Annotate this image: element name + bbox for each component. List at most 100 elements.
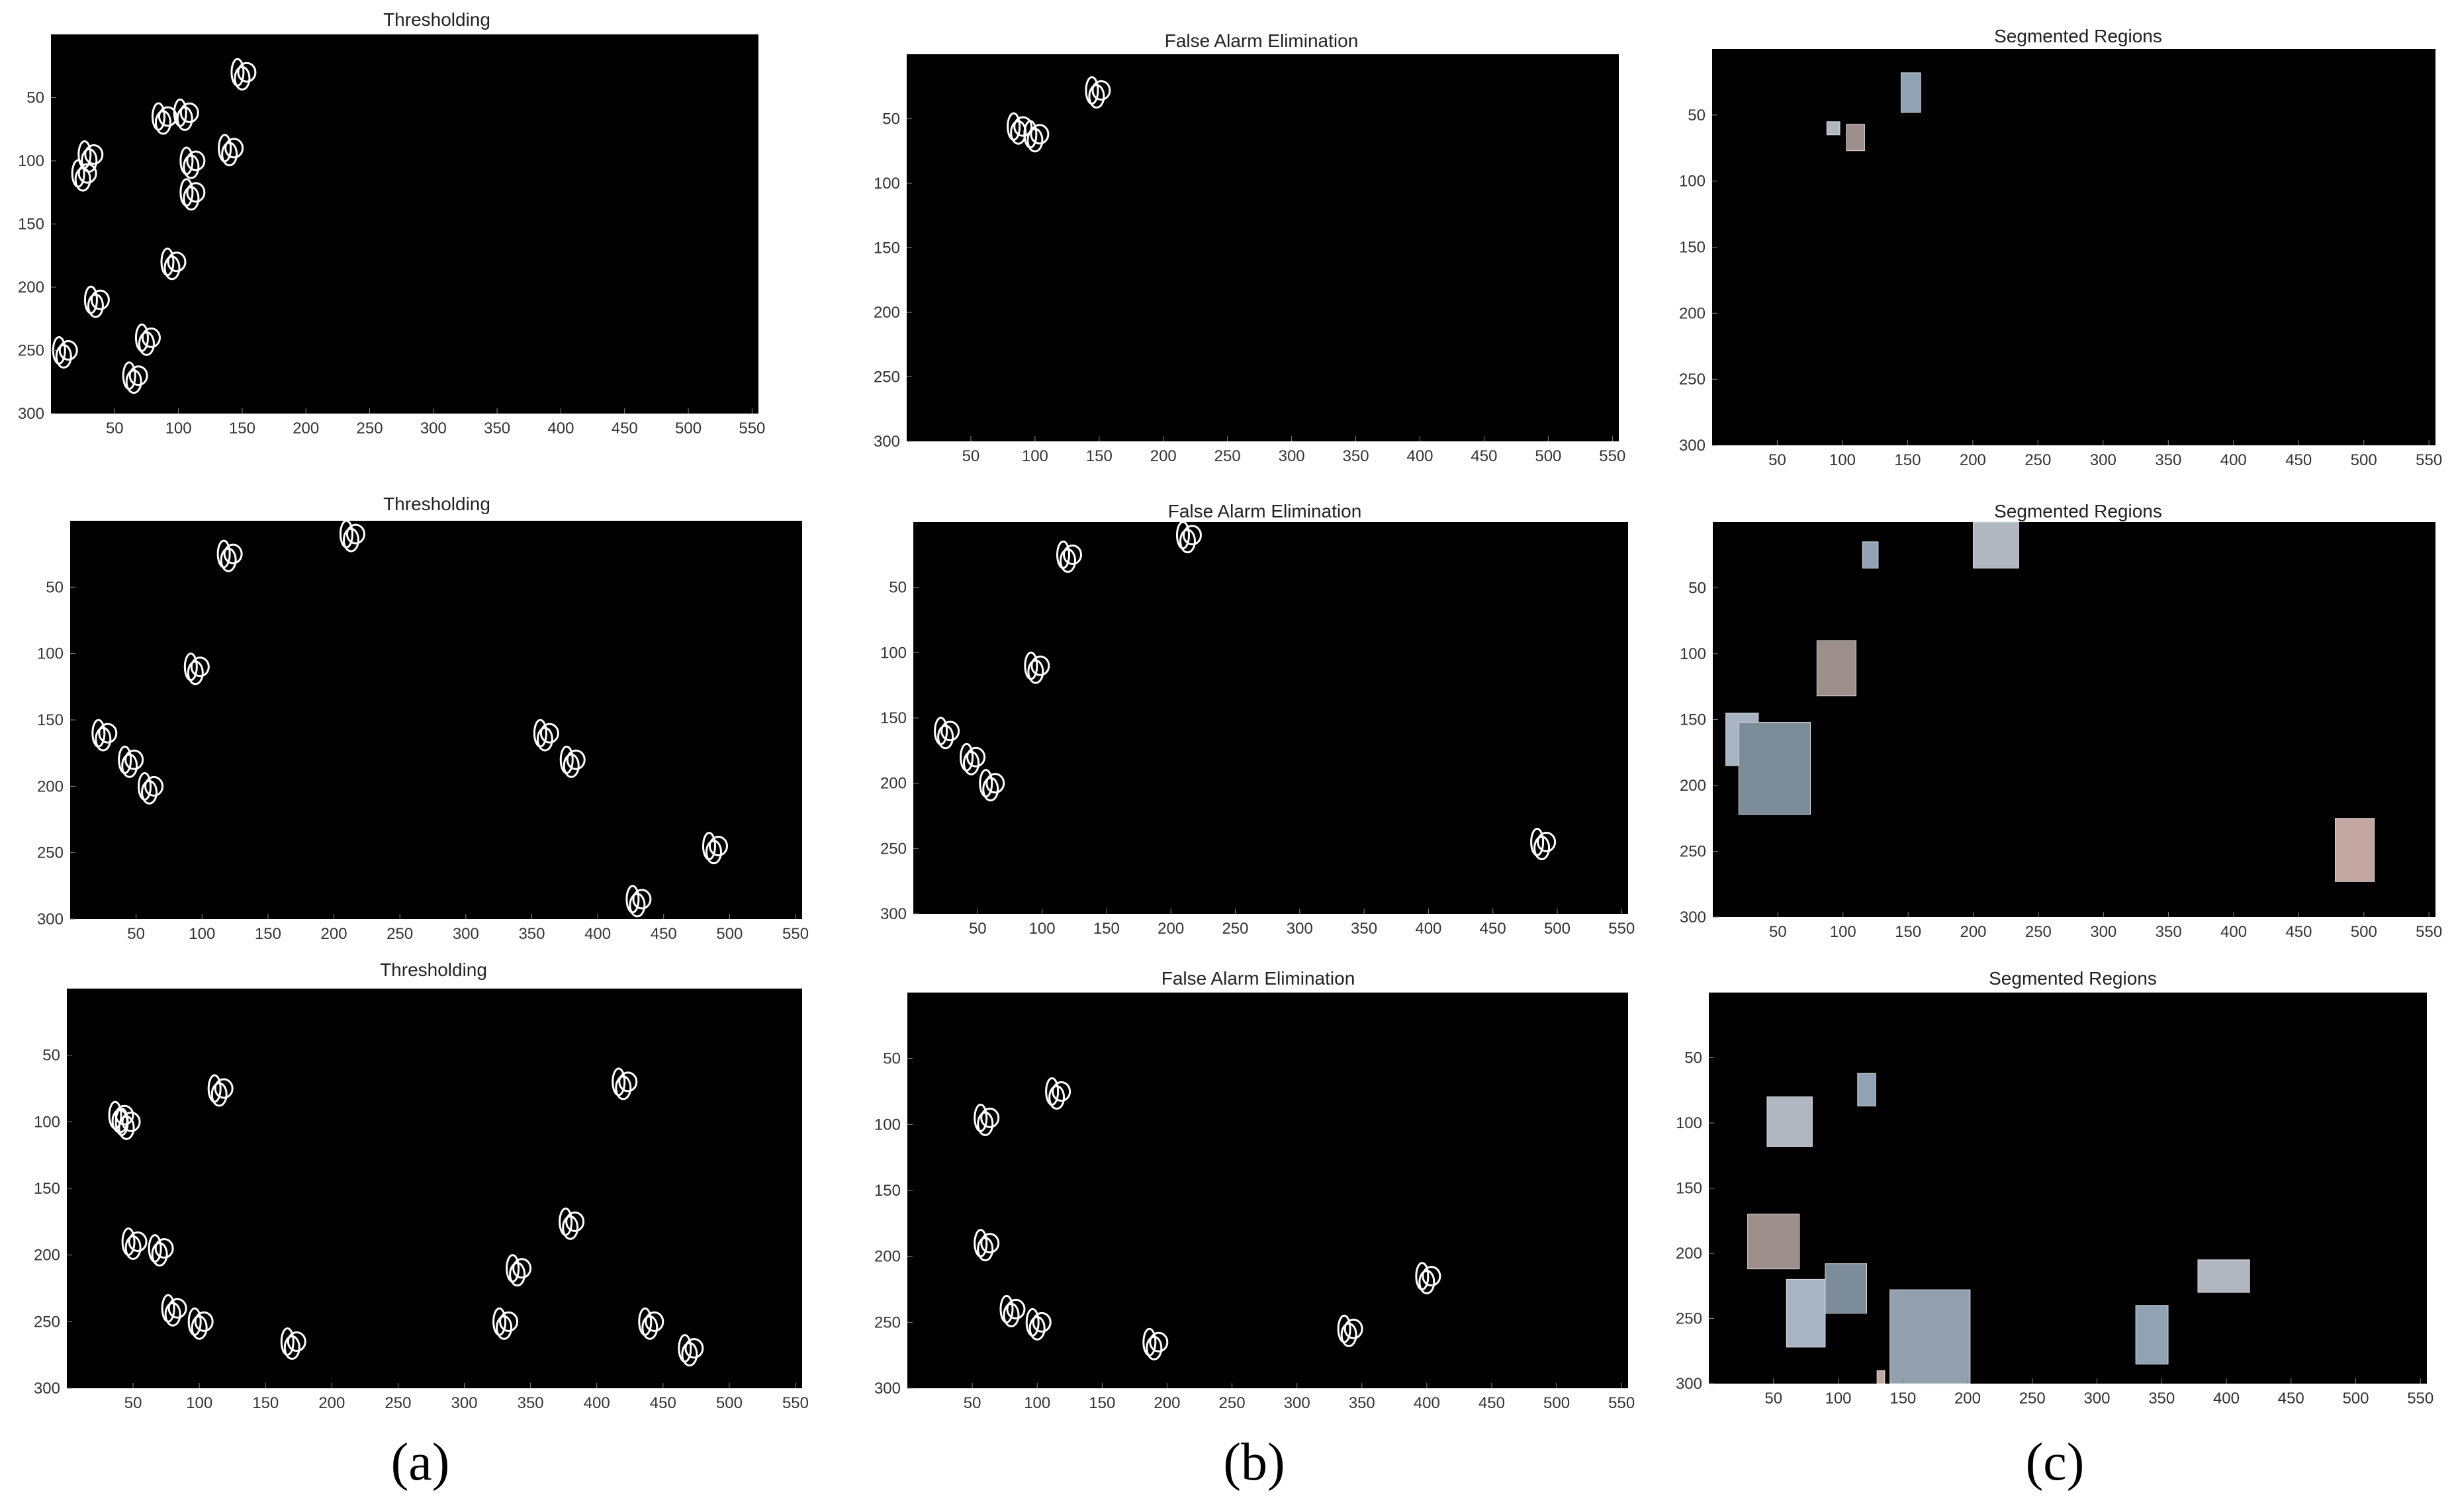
plot-area-row2-false-alarm (913, 522, 1628, 914)
mask-blob-row2-thresholding-7-1 (629, 893, 646, 918)
x-tick-label-row1-segmented-150: 150 (1894, 451, 1921, 469)
x-tick-label-row1-segmented-200: 200 (1960, 451, 1986, 469)
y-tick-label-row1-thresholding-250: 250 (18, 342, 44, 360)
x-tick-label-row3-false-alarm-450: 450 (1478, 1394, 1505, 1412)
mask-blob-row2-thresholding-6-1 (705, 840, 722, 865)
x-tick-label-row2-segmented-300: 300 (2090, 923, 2116, 941)
mask-blob-row3-false-alarm-1-2 (1052, 1081, 1071, 1102)
x-tick-label-row3-false-alarm-500: 500 (1543, 1394, 1570, 1412)
title-row1-false-alarm: False Alarm Elimination (1164, 30, 1359, 51)
x-tick-label-row3-thresholding-250: 250 (385, 1394, 411, 1412)
mask-blob-row1-thresholding-4-1 (81, 148, 98, 173)
y-tick-label-row2-segmented-300: 300 (1680, 909, 1706, 926)
x-tick-label-row2-false-alarm-100: 100 (1029, 920, 1056, 938)
mask-blob-row3-thresholding-1-2 (121, 1111, 141, 1132)
segmented-patch-row3-segmented-4 (1825, 1263, 1868, 1314)
mask-blob-row1-thresholding-3-2 (77, 163, 97, 184)
mask-blob-row3-thresholding-5-1 (164, 1302, 181, 1327)
y-tick-label-row1-thresholding-300: 300 (18, 405, 44, 423)
mask-blob-row1-thresholding-11-1 (87, 293, 104, 318)
y-tick-label-row3-false-alarm-50: 50 (883, 1050, 901, 1068)
mask-blob-row2-thresholding-2-2 (190, 656, 210, 678)
x-tick-label-row1-thresholding-200: 200 (293, 420, 319, 437)
mask-blob-row3-thresholding-13-1 (681, 1342, 698, 1367)
mask-blob-row2-false-alarm-1-1 (1179, 529, 1196, 554)
mask-blob-row3-false-alarm-0-2 (980, 1107, 1000, 1128)
mask-blob-row3-thresholding-12-1 (641, 1315, 659, 1340)
y-tick-label-row2-segmented-250: 250 (1680, 843, 1706, 861)
x-tick-label-row3-segmented-450: 450 (2278, 1390, 2304, 1407)
x-tick-label-row1-false-alarm-400: 400 (1406, 447, 1433, 465)
mask-blob-row3-thresholding-5-2 (167, 1298, 187, 1319)
y-tick-label-row3-segmented-200: 200 (1676, 1245, 1702, 1263)
x-tick-label-row2-false-alarm-450: 450 (1480, 920, 1506, 938)
x-tick-label-row3-false-alarm-300: 300 (1284, 1394, 1310, 1412)
y-tick-label-row3-false-alarm-100: 100 (874, 1116, 901, 1134)
x-tick-label-row2-thresholding-400: 400 (584, 925, 611, 943)
mask-blob-row2-thresholding-4-2 (124, 749, 144, 770)
y-tick-label-row1-thresholding-200: 200 (18, 279, 44, 296)
mask-blob-row3-false-alarm-5-1 (1146, 1335, 1163, 1360)
x-tick-label-row3-thresholding-50: 50 (124, 1394, 142, 1412)
y-tick-label-row1-segmented-200: 200 (1679, 304, 1706, 322)
y-tick-label-row1-false-alarm-50: 50 (882, 111, 900, 128)
y-tick-label-row1-thresholding-100: 100 (18, 152, 44, 170)
x-tick-label-row3-thresholding-500: 500 (716, 1394, 743, 1412)
title-row1-segmented: Segmented Regions (1994, 26, 2162, 46)
mask-blob-row1-thresholding-10-1 (55, 344, 72, 369)
mask-blob-row2-thresholding-8-2 (566, 749, 586, 770)
mask-blob-row1-thresholding-9-1 (163, 255, 181, 281)
y-tick-label-row2-thresholding-100: 100 (37, 645, 64, 663)
x-tick-label-row2-false-alarm-250: 250 (1222, 920, 1248, 938)
mask-blob-row2-thresholding-1-2 (345, 523, 365, 545)
mask-blob-row2-thresholding-5-1 (141, 779, 158, 805)
segmented-patch-row1-segmented-1 (1826, 121, 1841, 136)
x-tick-label-row2-false-alarm-300: 300 (1287, 920, 1313, 938)
x-tick-label-row2-segmented-150: 150 (1895, 923, 1921, 941)
mask-blob-row2-false-alarm-0-1 (1060, 548, 1077, 573)
x-tick-label-row2-false-alarm-500: 500 (1544, 920, 1570, 938)
x-tick-label-row2-thresholding-550: 550 (782, 925, 809, 943)
plot-area-row3-segmented (1709, 993, 2427, 1384)
mask-blob-row3-false-alarm-3-2 (1006, 1298, 1026, 1319)
title-row2-thresholding: Thresholding (383, 494, 490, 514)
x-tick-label-row2-thresholding-300: 300 (453, 925, 479, 943)
x-tick-label-row3-false-alarm-550: 550 (1608, 1394, 1635, 1412)
x-tick-label-row1-thresholding-100: 100 (165, 420, 192, 437)
mask-blob-row3-thresholding-7-2 (287, 1331, 306, 1353)
mask-blob-row2-thresholding-0-1 (220, 547, 237, 572)
y-tick-label-row1-false-alarm-100: 100 (874, 175, 900, 193)
mask-blob-row1-thresholding-8-2 (141, 327, 161, 348)
mask-blob-row3-false-alarm-2-1 (977, 1237, 994, 1262)
y-tick-label-row3-segmented-300: 300 (1676, 1375, 1702, 1393)
mask-blob-row2-thresholding-1-1 (342, 527, 359, 553)
mask-blob-row1-thresholding-5-2 (224, 138, 244, 159)
mask-blob-row1-thresholding-9-2 (167, 251, 187, 273)
plot-area-row1-segmented (1712, 49, 2435, 445)
plot-area-row2-segmented (1713, 522, 2435, 917)
mask-blob-row2-thresholding-7-2 (632, 889, 652, 910)
x-tick-label-row1-thresholding-500: 500 (675, 420, 702, 437)
x-tick-label-row2-thresholding-250: 250 (387, 925, 413, 943)
x-tick-label-row1-segmented-350: 350 (2155, 451, 2181, 469)
x-tick-label-row2-segmented-50: 50 (1769, 923, 1787, 941)
mask-blob-row1-thresholding-7-1 (125, 369, 142, 394)
x-tick-label-row3-thresholding-150: 150 (252, 1394, 279, 1412)
mask-blob-row3-thresholding-13-2 (684, 1338, 704, 1359)
segmented-patch-row2-segmented-0 (1862, 541, 1879, 569)
mask-blob-row3-thresholding-10-1 (562, 1215, 579, 1240)
mask-blob-row3-thresholding-11-1 (615, 1075, 632, 1100)
mask-blob-row2-thresholding-4-1 (121, 753, 138, 778)
x-tick-label-row2-segmented-350: 350 (2156, 923, 2182, 941)
mask-blob-row3-false-alarm-5-2 (1149, 1331, 1169, 1353)
mask-blob-row2-thresholding-8-1 (563, 753, 580, 778)
mask-blob-row3-thresholding-12-2 (645, 1311, 664, 1332)
x-tick-label-row1-segmented-50: 50 (1768, 451, 1786, 469)
y-tick-label-row2-false-alarm-100: 100 (880, 644, 907, 662)
mask-blob-row3-thresholding-3-2 (128, 1231, 148, 1253)
x-tick-label-row3-segmented-550: 550 (2407, 1390, 2433, 1407)
x-tick-label-row1-false-alarm-50: 50 (962, 447, 980, 465)
mask-blob-row1-thresholding-0-2 (237, 62, 257, 83)
mask-blob-row1-thresholding-0-1 (234, 66, 251, 91)
mask-blob-row1-thresholding-12-2 (186, 150, 206, 171)
